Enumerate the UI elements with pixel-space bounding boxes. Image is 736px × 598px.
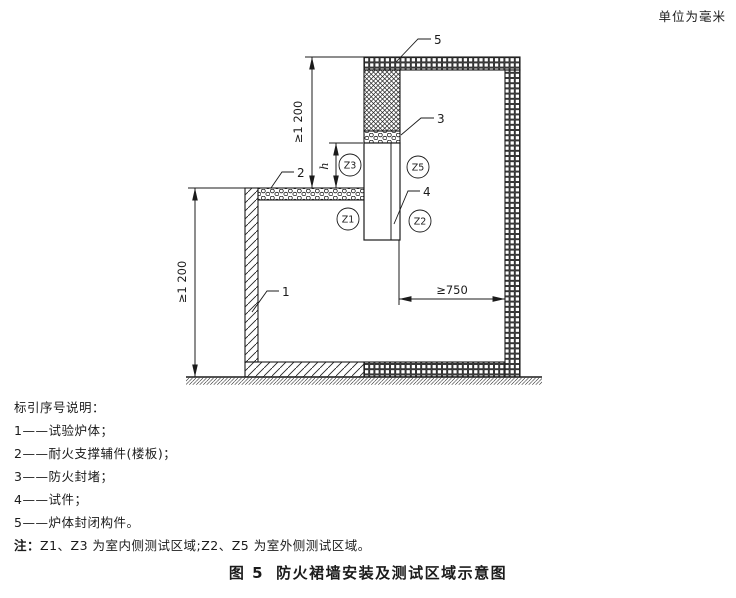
enclosure-top-wall: [363, 56, 521, 71]
floor-slab: [257, 187, 365, 201]
part-label-closure: 5: [434, 33, 442, 47]
zone-label-z1: Z1: [342, 215, 355, 226]
dim-skirt-height-label: h: [317, 162, 331, 169]
legend-item-2: 2——耐火支撑辅件(楼板)；: [14, 446, 177, 461]
part-label-firestop: 3: [437, 112, 445, 126]
zone-markers: Z3 Z5 Z1 Z2: [336, 153, 432, 233]
legend-note-label: 注：: [14, 538, 41, 553]
zone-label-z3: Z3: [344, 161, 357, 172]
dim-upper-height: [305, 56, 364, 188]
leader-4: [393, 190, 420, 225]
installation-diagram: ≥1 200 h ≥1 200 ≥750 5 3 4 2 1: [175, 33, 542, 385]
legend-item-1: 1——试验炉体；: [14, 423, 114, 438]
part-label-specimen: 4: [423, 185, 431, 199]
figure-caption: 图 5 防火裙墙安装及测试区域示意图: [0, 562, 736, 583]
legend-item-5: 5——炉体封闭构件。: [14, 515, 140, 530]
enclosure-right-wall: [504, 69, 521, 378]
dim-lower-height-label: ≥1 200: [175, 261, 189, 304]
legend-item-4: 4——试件；: [14, 492, 88, 507]
zone-marker-z1: Z1: [336, 207, 360, 231]
furnace-body: [244, 187, 365, 378]
furnace-bottom-floor: [244, 361, 365, 378]
leader-3: [400, 117, 434, 136]
furnace-left-wall: [244, 187, 259, 363]
figure-number: 图 5: [228, 564, 265, 582]
zone-marker-z3: Z3: [338, 153, 362, 177]
figure-title: 防火裙墙安装及测试区域示意图: [276, 564, 508, 582]
zone-label-z2: Z2: [414, 217, 427, 228]
legend-item-3: 3——防火封堵；: [14, 469, 114, 484]
dim-lower-height: [188, 187, 245, 377]
dim-clearance-label: ≥750: [436, 283, 468, 297]
leader-lines: [251, 38, 434, 313]
unit-note: 单位为毫米: [658, 9, 726, 24]
enclosure-bottom-strip: [363, 361, 506, 378]
dim-skirt-height: [329, 142, 363, 188]
legend-block: 标引序号说明： 1——试验炉体； 2——耐火支撑辅件(楼板)； 3——防火封堵；…: [14, 396, 371, 557]
firestop-seal: [363, 130, 401, 144]
part-label-furnace: 1: [282, 285, 290, 299]
zone-marker-z5: Z5: [406, 155, 430, 179]
legend-note: 注：Z1、Z3 为室内侧测试区域;Z2、Z5 为室外侧测试区域。: [14, 534, 371, 557]
zone-label-z5: Z5: [412, 163, 425, 174]
ground: [186, 376, 542, 385]
zone-marker-z2: Z2: [408, 209, 432, 233]
part-label-slab: 2: [297, 166, 305, 180]
leader-1: [251, 290, 279, 313]
test-specimen: [363, 142, 401, 241]
dim-upper-height-label: ≥1 200: [291, 101, 305, 144]
dim-clearance: [398, 240, 505, 305]
closure-member: [363, 69, 401, 132]
leader-2: [270, 171, 294, 189]
legend-title: 标引序号说明：: [14, 400, 106, 415]
legend-note-text: Z1、Z3 为室内侧测试区域;Z2、Z5 为室外侧测试区域。: [40, 538, 371, 553]
leader-5: [395, 38, 431, 63]
